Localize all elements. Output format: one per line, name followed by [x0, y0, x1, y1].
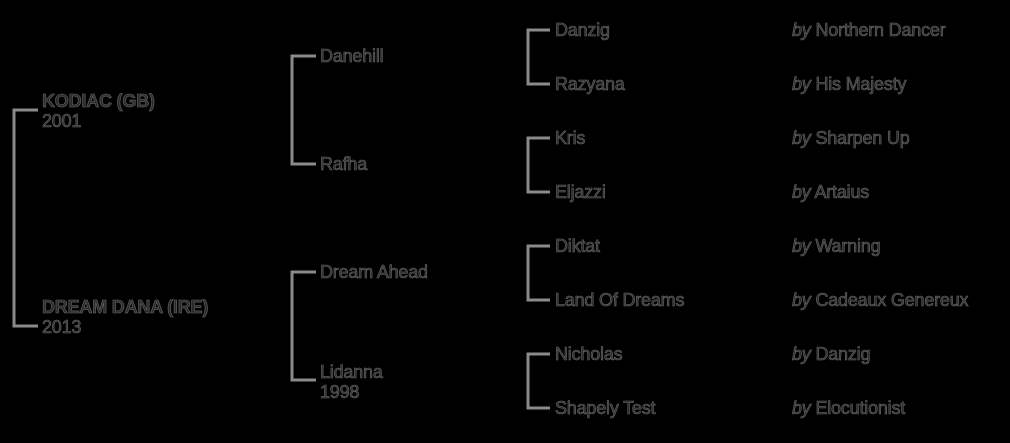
bracket-danehill-parents [526, 28, 550, 86]
bracket-parents [12, 108, 38, 328]
bracket-lidanna-parents [526, 352, 550, 410]
grandparent-year: 1998 [320, 382, 360, 403]
sire-of-great-grandparent: Sharpen Up [815, 128, 910, 149]
grandparent-name: Danehill [320, 46, 384, 67]
grandparent-name: Dream Ahead [320, 262, 429, 283]
sire-of-great-grandparent: Warning [815, 236, 881, 257]
sire-year: 2001 [42, 111, 82, 132]
great-grandparent-land-of-dreams: Land Of Dreams [555, 290, 685, 311]
sire-kodiac: KODIAC (GB) 2001 [42, 91, 156, 132]
sire-of-great-grandparent: Danzig [815, 344, 871, 365]
by-label: by [792, 74, 811, 95]
sire-of-great-grandparent: His Majesty [815, 74, 907, 95]
sire-of-great-grandparent: Northern Dancer [815, 20, 946, 41]
dam-name: DREAM DANA (IRE) [42, 297, 209, 318]
by-label: by [792, 344, 811, 365]
dam-dream-dana: DREAM DANA (IRE) 2013 [42, 297, 209, 338]
dam-year: 2013 [42, 317, 82, 338]
sire-line-danzig: by Northern Dancer [792, 20, 946, 41]
bracket-dam-parents [290, 270, 316, 382]
great-grandparent-name: Nicholas [555, 344, 623, 365]
sire-line-razyana: by His Majesty [792, 74, 907, 95]
great-grandparent-kris: Kris [555, 128, 586, 149]
sire-line-eljazzi: by Artaius [792, 182, 870, 203]
by-label: by [792, 236, 811, 257]
sire-of-great-grandparent: Cadeaux Genereux [815, 290, 969, 311]
great-grandparent-danzig: Danzig [555, 20, 611, 41]
grandparent-dream-ahead: Dream Ahead [320, 262, 429, 283]
sire-line-diktat: by Warning [792, 236, 881, 257]
great-grandparent-name: Kris [555, 128, 586, 149]
great-grandparent-diktat: Diktat [555, 236, 601, 257]
by-label: by [792, 128, 811, 149]
grandparent-rafha: Rafha [320, 154, 368, 175]
great-grandparent-name: Razyana [555, 74, 625, 95]
sire-line-land-of-dreams: by Cadeaux Genereux [792, 290, 969, 311]
grandparent-name: Lidanna [320, 362, 383, 383]
by-label: by [792, 290, 811, 311]
grandparent-name: Rafha [320, 154, 368, 175]
great-grandparent-nicholas: Nicholas [555, 344, 623, 365]
great-grandparent-shapely-test: Shapely Test [555, 398, 656, 419]
great-grandparent-name: Diktat [555, 236, 601, 257]
grandparent-danehill: Danehill [320, 46, 384, 67]
bracket-sire-parents [290, 54, 316, 166]
by-label: by [792, 398, 811, 419]
by-label: by [792, 20, 811, 41]
sire-of-great-grandparent: Elocutionist [815, 398, 906, 419]
grandparent-lidanna: Lidanna 1998 [320, 362, 383, 403]
sire-name: KODIAC (GB) [42, 91, 156, 112]
great-grandparent-name: Eljazzi [555, 182, 606, 203]
bracket-rafha-parents [526, 136, 550, 194]
sire-line-shapely-test: by Elocutionist [792, 398, 906, 419]
sire-line-nicholas: by Danzig [792, 344, 871, 365]
great-grandparent-name: Shapely Test [555, 398, 656, 419]
sire-of-great-grandparent: Artaius [814, 182, 870, 203]
great-grandparent-name: Land Of Dreams [555, 290, 685, 311]
great-grandparent-eljazzi: Eljazzi [555, 182, 606, 203]
bracket-dream-ahead-parents [526, 244, 550, 302]
by-label: by [792, 182, 811, 203]
great-grandparent-name: Danzig [555, 20, 611, 41]
great-grandparent-razyana: Razyana [555, 74, 625, 95]
sire-line-kris: by Sharpen Up [792, 128, 910, 149]
